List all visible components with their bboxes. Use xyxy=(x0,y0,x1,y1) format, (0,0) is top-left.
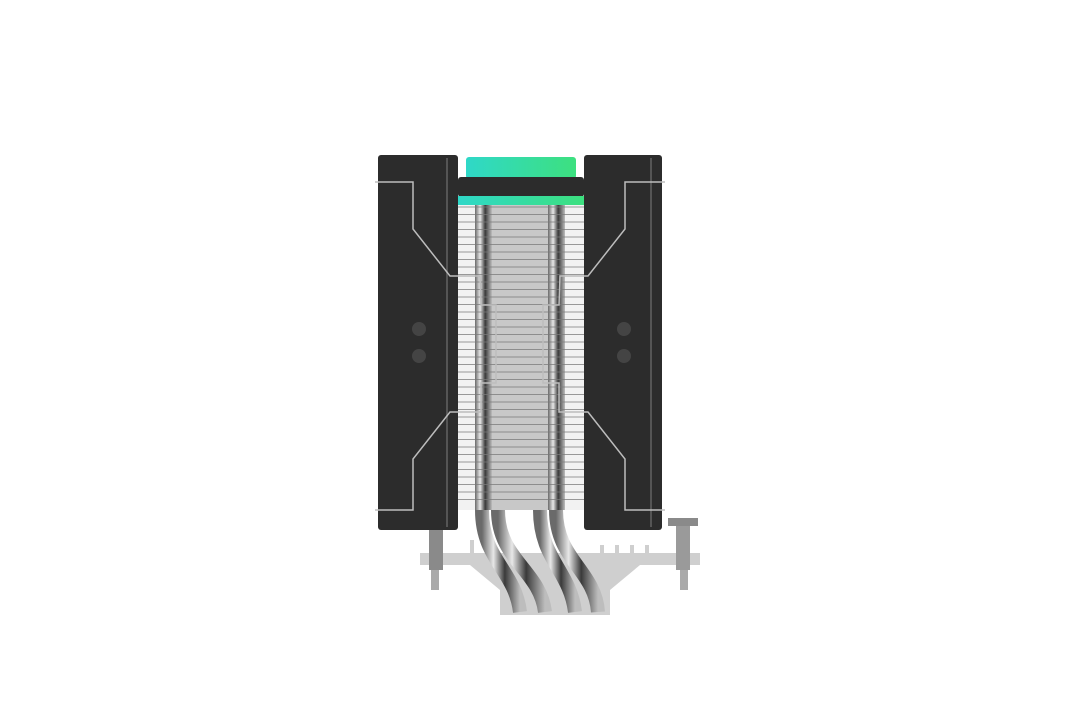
arrow-left-icon xyxy=(617,322,631,336)
arrow-down-icon xyxy=(412,349,426,363)
arrow-down-icon xyxy=(617,349,631,363)
arrow-left-icon xyxy=(412,322,426,336)
heatpipes-lower xyxy=(475,509,605,614)
fan-right xyxy=(584,155,662,530)
fan-left xyxy=(378,155,458,530)
fan-clips xyxy=(375,181,665,511)
rgb-top-cover xyxy=(458,157,584,205)
mounting-screw-right xyxy=(668,518,698,590)
fin-stack xyxy=(458,205,584,510)
mounting-screw-left xyxy=(429,530,443,590)
